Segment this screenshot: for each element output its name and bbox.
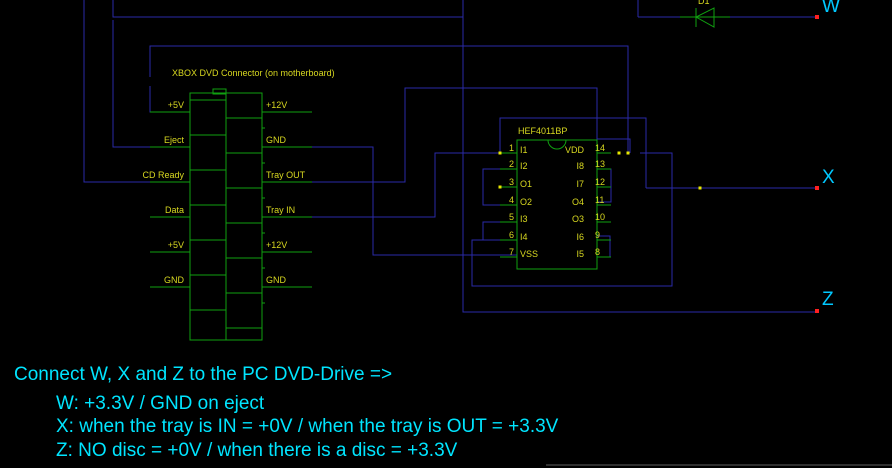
xbox-dvd-connector: XBOX DVD Connector (on motherboard) +5V E… [142, 68, 335, 341]
connector-right-pin-label: GND [266, 275, 287, 285]
diode-d1: D1 [680, 0, 730, 28]
ic-pin-number: 7 [509, 247, 514, 257]
ic-pin-number: 8 [595, 247, 600, 257]
ic-pin-name: O1 [520, 179, 532, 189]
junctions [498, 151, 702, 190]
wire [83, 0, 187, 183]
ic-pin-name: I5 [576, 249, 584, 259]
ic-pin-number: 10 [595, 212, 605, 222]
ic-pin-name: O3 [572, 214, 584, 224]
ic-pin-number: 2 [509, 159, 514, 169]
ic-pin-name: VSS [520, 249, 538, 259]
connector-right-pin-label: Tray IN [266, 205, 295, 215]
junction-dot [498, 185, 502, 189]
ic-name: HEF4011BP [518, 126, 567, 136]
ic-pin-number: 1 [509, 143, 514, 153]
wire [462, 0, 815, 313]
port-w-marker [815, 15, 819, 19]
wires [83, 0, 815, 313]
ic-pin-number: 14 [595, 143, 605, 153]
ic-pin-number: 13 [595, 159, 605, 169]
port-z-label: Z [822, 289, 834, 310]
ic-pin-number: 3 [509, 177, 514, 187]
wire [265, 146, 517, 256]
junction-dot [626, 151, 630, 155]
junction-dot [617, 151, 621, 155]
wire [112, 20, 187, 148]
port-z: Z [815, 289, 834, 313]
instruction-heading: Connect W, X and Z to the PC DVD-Drive =… [14, 364, 393, 385]
port-x: X [815, 167, 835, 190]
connector-title: XBOX DVD Connector (on motherboard) [172, 68, 335, 78]
ic-pin-name: I1 [520, 145, 528, 155]
connector-left-pin-label: Eject [164, 135, 185, 145]
connector-left-pin-label: CD Ready [142, 170, 184, 180]
connector-left-pin-label: GND [164, 275, 185, 285]
ic-notch [547, 139, 567, 150]
ic-pin-number: 12 [595, 177, 605, 187]
wire [265, 152, 517, 218]
connector-left-pin-label: Data [165, 205, 184, 215]
instruction-w: W: +3.3V / GND on eject [56, 393, 265, 414]
ic-pin-name: O4 [572, 197, 584, 207]
port-x-marker [815, 186, 819, 190]
ic-pin-name: I8 [576, 161, 584, 171]
diode-triangle [694, 7, 715, 28]
ic-pin-name: I6 [576, 232, 584, 242]
wire [112, 0, 463, 18]
ic-pin-name: I3 [520, 214, 528, 224]
connector-body [189, 88, 265, 341]
junction-dot [498, 151, 502, 155]
port-w-label: W [822, 0, 840, 17]
port-w: W [815, 0, 840, 19]
instruction-x: X: when the tray is IN = +0V / when the … [56, 416, 559, 437]
ic-pin-number: 4 [509, 195, 514, 205]
connector-right-labels: +12V GND Tray OUT Tray IN +12V GND [262, 100, 312, 288]
ic-pin-name: I2 [520, 161, 528, 171]
ic-pin-number: 6 [509, 230, 514, 240]
connector-right-pin-label: +12V [266, 100, 287, 110]
ic-pin-number: 9 [595, 230, 600, 240]
ic-pin-name: VDD [565, 145, 585, 155]
instruction-z: Z: NO disc = +0V / when there is a disc … [56, 440, 458, 461]
ic-pin-name: I7 [576, 179, 584, 189]
port-z-marker [815, 309, 819, 313]
connector-right-pin-label: Tray OUT [266, 170, 306, 180]
connector-key [212, 88, 227, 95]
connector-left-pin-label: +5V [168, 240, 184, 250]
connector-left-pin-label: +5V [168, 100, 184, 110]
port-x-label: X [822, 167, 835, 188]
connector-right-pin-label: +12V [266, 240, 287, 250]
ic-pins: 1 I1 2 I2 3 O1 4 O2 5 I3 6 I4 7 VSS 14 VDD 13 I8 12 I7 11 O4 1… [500, 143, 611, 259]
connector-right-pin-label: GND [266, 135, 287, 145]
junction-dot [698, 186, 702, 190]
ic-pin-number: 5 [509, 212, 514, 222]
wire [265, 87, 631, 183]
ic-pin-number: 11 [595, 195, 604, 205]
wire [471, 152, 673, 287]
wire [149, 45, 629, 153]
ic-pin-name: I4 [520, 232, 528, 242]
ic-pin-name: O2 [520, 197, 532, 207]
diode-label: D1 [698, 0, 710, 6]
